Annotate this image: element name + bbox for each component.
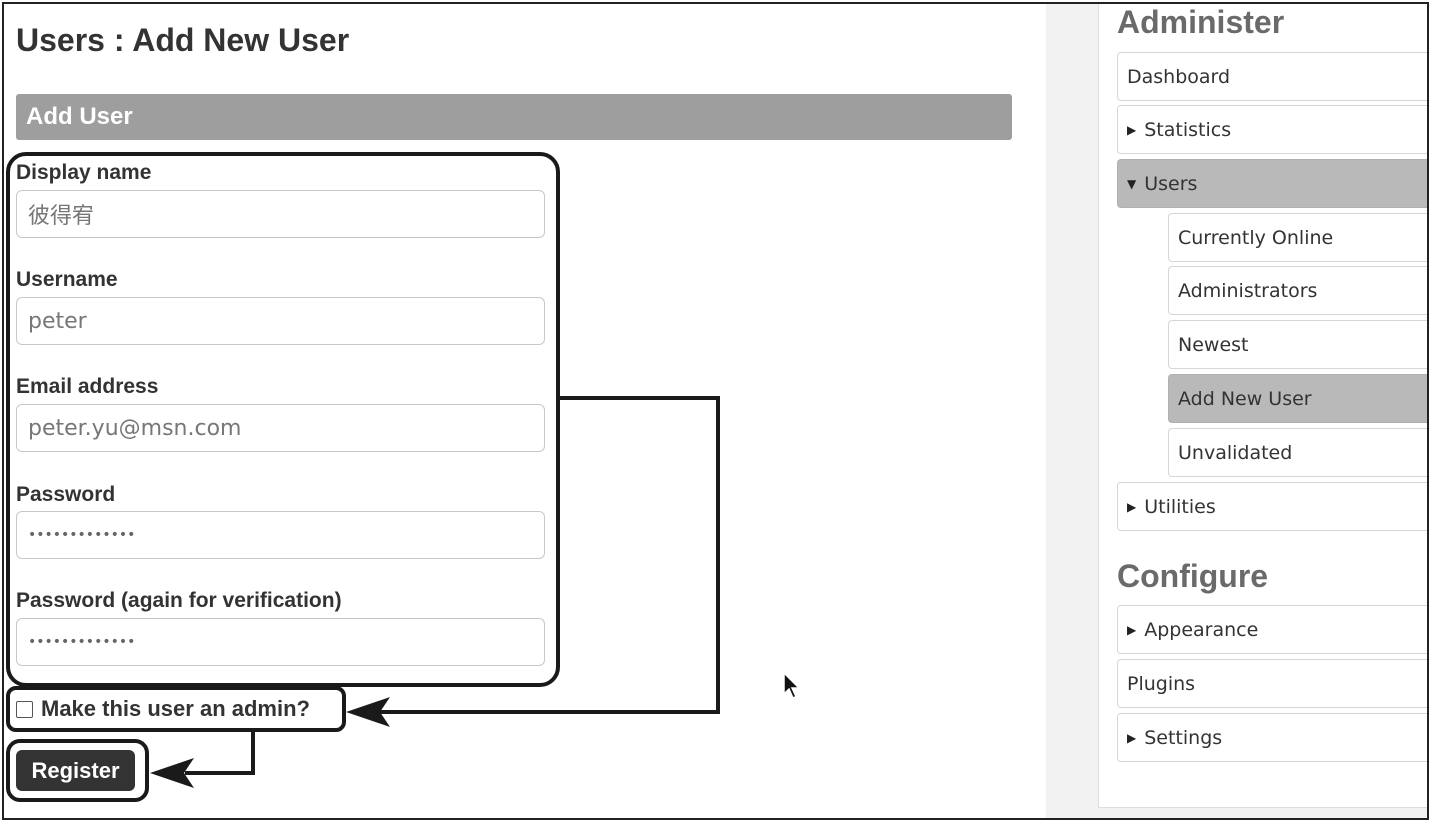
sidebar-item-statistics[interactable]: ▶ Statistics xyxy=(1117,105,1427,154)
sidebar-item-plugins[interactable]: Plugins xyxy=(1117,659,1427,708)
administer-heading: Administer xyxy=(1117,4,1285,40)
triangle-right-icon: ▶ xyxy=(1127,499,1137,514)
sidebar-item-label: Newest xyxy=(1178,333,1249,356)
triangle-right-icon: ▶ xyxy=(1127,122,1137,137)
section-header: Add User xyxy=(16,94,1012,140)
email-label: Email address xyxy=(16,375,159,398)
sidebar-item-dashboard[interactable]: Dashboard xyxy=(1117,52,1427,101)
password-input[interactable]: ••••••••••••• xyxy=(16,511,545,559)
arrow-head-to-checkbox xyxy=(346,697,390,727)
sidebar-item-users[interactable]: ▼ Users xyxy=(1117,159,1427,208)
sidebar-item-label: Currently Online xyxy=(1178,226,1334,249)
sidebar-item-add-new-user[interactable]: Add New User xyxy=(1168,374,1427,423)
arrow-line-to-register xyxy=(185,732,255,775)
triangle-right-icon: ▶ xyxy=(1127,730,1137,745)
register-button[interactable]: Register xyxy=(16,750,135,791)
password-label: Password xyxy=(16,483,116,506)
admin-checkbox-label[interactable]: Make this user an admin? xyxy=(41,696,310,721)
sidebar-item-label: Administrators xyxy=(1178,279,1318,302)
triangle-down-icon: ▼ xyxy=(1127,176,1137,191)
sidebar-item-label: Settings xyxy=(1144,726,1223,749)
sidebar-item-utilities[interactable]: ▶ Utilities xyxy=(1117,482,1427,531)
username-label: Username xyxy=(16,268,118,291)
sidebar-item-administrators[interactable]: Administrators xyxy=(1168,266,1427,315)
display-name-input[interactable]: 彼得宥 xyxy=(16,190,545,238)
password-confirm-input[interactable]: ••••••••••••• xyxy=(16,618,545,666)
admin-checkbox-row[interactable]: Make this user an admin? xyxy=(16,696,310,722)
configure-heading: Configure xyxy=(1117,558,1269,594)
arrow-head-to-register xyxy=(150,758,194,788)
password-confirm-label: Password (again for verification) xyxy=(16,589,342,612)
sidebar-item-currently-online[interactable]: Currently Online xyxy=(1168,213,1427,262)
sidebar-item-label: Utilities xyxy=(1144,495,1216,518)
email-input[interactable]: peter.yu@msn.com xyxy=(16,404,545,452)
sidebar-item-label: Appearance xyxy=(1144,618,1259,641)
sidebar-item-label: Add New User xyxy=(1178,387,1312,410)
mouse-cursor-icon xyxy=(783,672,801,700)
sidebar-item-label: Statistics xyxy=(1144,118,1232,141)
sidebar-item-label: Users xyxy=(1144,172,1198,195)
page-title: Users : Add New User xyxy=(16,22,350,58)
triangle-right-icon: ▶ xyxy=(1127,622,1137,637)
sidebar-item-label: Dashboard xyxy=(1127,65,1231,88)
sidebar-item-appearance[interactable]: ▶ Appearance xyxy=(1117,605,1427,654)
sidebar-item-settings[interactable]: ▶ Settings xyxy=(1117,713,1427,762)
username-input[interactable]: peter xyxy=(16,297,545,345)
admin-checkbox[interactable] xyxy=(16,700,33,718)
sidebar-item-unvalidated[interactable]: Unvalidated xyxy=(1168,428,1427,477)
display-name-label: Display name xyxy=(16,161,152,184)
sidebar-item-label: Plugins xyxy=(1127,672,1196,695)
sidebar-item-newest[interactable]: Newest xyxy=(1168,320,1427,369)
sidebar-item-label: Unvalidated xyxy=(1178,441,1293,464)
